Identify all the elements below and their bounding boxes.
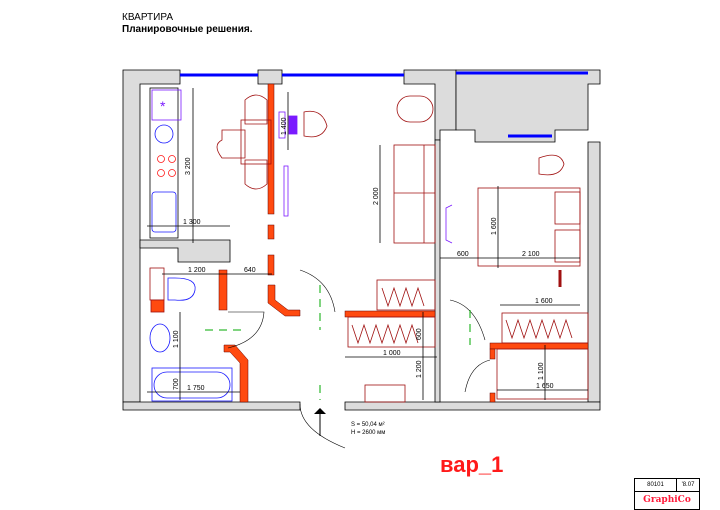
dim-wardrobe-depth: 600 [416, 328, 423, 340]
drawing-subtitle: Планировочные решения. [122, 24, 253, 35]
height-label: H = 2600 мм [351, 430, 386, 436]
doors [227, 269, 491, 449]
dim-wardrobe-length: 1 600 [535, 298, 553, 305]
bed [445, 154, 581, 287]
dim-bath-width: 700 [173, 378, 180, 390]
dim-hall-width: 1 000 [383, 350, 401, 357]
dimension-lines [147, 88, 588, 400]
dim-bath-length: 1 750 [187, 385, 205, 392]
title-block: 80101 '8.07 GraphiCo [634, 478, 700, 510]
dim-hall-depth: 1 200 [416, 360, 423, 378]
dim-desk: 1 400 [281, 117, 288, 135]
dining-table [216, 94, 272, 190]
dimension-labels: 3 200 1 300 1 400 1 200 640 1 100 700 1 … [173, 117, 554, 392]
desk [278, 110, 328, 217]
entrance-arrow-icon [314, 408, 326, 436]
armchair [396, 95, 434, 123]
green-marks [205, 285, 471, 400]
drawing-header: КВАРТИРА Планировочные решения. [122, 12, 252, 36]
dim-bed-length: 2 100 [522, 251, 540, 258]
bathroom-fixtures [149, 267, 233, 402]
dim-closet-depth: 1 100 [538, 362, 545, 380]
outer-walls [122, 69, 601, 411]
dim-door: 640 [244, 267, 256, 274]
dim-sink: 1 100 [173, 330, 180, 348]
sofa [393, 144, 436, 244]
area-info: S = 50,04 м² H = 2600 мм [351, 421, 385, 437]
dim-kitchen-length: 3 200 [185, 157, 192, 175]
dim-bed-width: 1 600 [491, 217, 498, 235]
brand-logo: GraphiCo [643, 495, 691, 505]
wardrobes [347, 279, 589, 403]
dim-closet-length: 1 650 [536, 383, 554, 390]
kitchen-counter: * [149, 87, 182, 239]
dim-kitchen-width: 1 300 [183, 219, 201, 226]
title-block-date: '8.07 [681, 482, 695, 488]
windows [180, 71, 588, 138]
drawing-title: КВАРТИРА [122, 12, 174, 23]
title-block-code: 80101 [635, 479, 677, 491]
dim-sofa: 2 000 [373, 187, 380, 205]
dim-wc: 1 200 [188, 267, 206, 274]
variant-label: вар_1 [440, 452, 504, 477]
fridge-icon: * [160, 98, 166, 114]
area-label: S = 50,04 м² [351, 422, 385, 428]
dim-bed-clearance: 600 [457, 251, 469, 258]
